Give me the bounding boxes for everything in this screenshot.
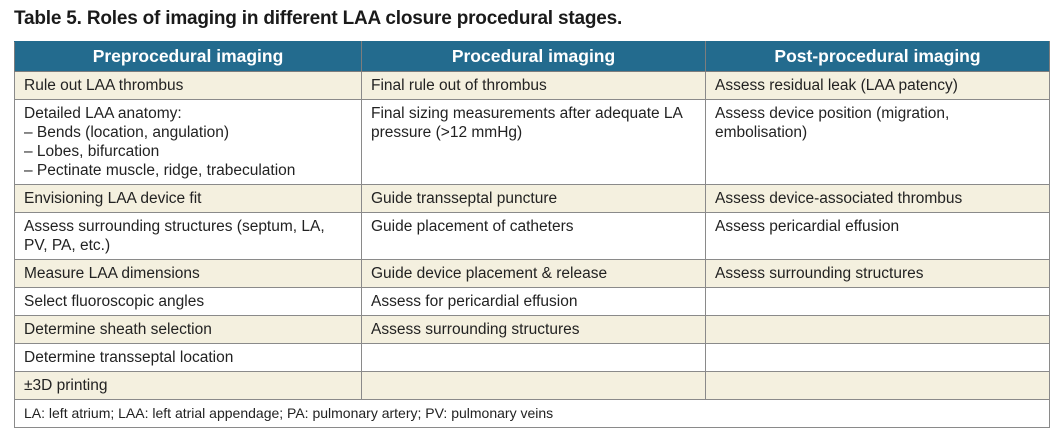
- header-preprocedural: Preprocedural imaging: [14, 41, 362, 72]
- cell-line: Detailed LAA anatomy:: [24, 105, 182, 122]
- cell-line: Assess device position (migration,: [715, 105, 950, 122]
- footnote-row: LA: left atrium; LAA: left atrial append…: [14, 399, 1050, 428]
- cell-preprocedural: ±3D printing: [14, 371, 362, 400]
- table-caption: Table 5. Roles of imaging in different L…: [14, 8, 623, 29]
- cell-line: embolisation): [715, 124, 808, 141]
- cell-line: Assess surrounding structures: [371, 321, 580, 338]
- cell-preprocedural: Detailed LAA anatomy: – Bends (location, …: [14, 99, 362, 185]
- cell-preprocedural: Envisioning LAA device fit: [14, 184, 362, 213]
- cell-preprocedural: Assess surrounding structures (septum, L…: [14, 212, 362, 260]
- table-footer: LA: left atrium; LAA: left atrial append…: [14, 399, 1050, 428]
- cell-procedural: Assess for pericardial effusion: [361, 287, 706, 316]
- cell-line: Guide transseptal puncture: [371, 190, 558, 207]
- cell-line: – Lobes, bifurcation: [24, 143, 160, 160]
- cell-post-procedural: [705, 315, 1050, 344]
- cell-preprocedural: Determine sheath selection: [14, 315, 362, 344]
- cell-line: PV, PA, etc.): [24, 237, 111, 254]
- cell-preprocedural: Determine transseptal location: [14, 343, 362, 372]
- cell-post-procedural: [705, 371, 1050, 400]
- cell-procedural: [361, 343, 706, 372]
- cell-post-procedural: [705, 287, 1050, 316]
- cell-procedural: Guide transseptal puncture: [361, 184, 706, 213]
- cell-procedural: Final rule out of thrombus: [361, 71, 706, 100]
- cell-line: Assess for pericardial effusion: [371, 293, 578, 310]
- cell-line: Final sizing measurements after adequate…: [371, 105, 683, 122]
- cell-procedural: Final sizing measurements after adequate…: [361, 99, 706, 185]
- footnote: LA: left atrium; LAA: left atrial append…: [14, 399, 1050, 428]
- header-procedural: Procedural imaging: [361, 41, 706, 72]
- table-row: Select fluoroscopic angles Assess for per…: [14, 287, 1050, 316]
- cell-preprocedural: Measure LAA dimensions: [14, 259, 362, 288]
- cell-line: – Bends (location, angulation): [24, 124, 230, 141]
- table-header: Preprocedural imaging Procedural imaging…: [14, 41, 1050, 72]
- cell-line: ±3D printing: [24, 377, 108, 394]
- cell-line: Assess pericardial effusion: [715, 218, 900, 235]
- cell-preprocedural: Select fluoroscopic angles: [14, 287, 362, 316]
- cell-preprocedural: Rule out LAA thrombus: [14, 71, 362, 100]
- cell-post-procedural: Assess residual leak (LAA patency): [705, 71, 1050, 100]
- table-body: Rule out LAA thrombus Final rule out of t…: [14, 71, 1050, 400]
- header-row: Preprocedural imaging Procedural imaging…: [14, 41, 1050, 72]
- cell-procedural: Assess surrounding structures: [361, 315, 706, 344]
- cell-line: Measure LAA dimensions: [24, 265, 200, 282]
- cell-line: pressure (>12 mmHg): [371, 124, 523, 141]
- cell-line: Final rule out of thrombus: [371, 77, 547, 94]
- cell-post-procedural: Assess device-associated thrombus: [705, 184, 1050, 213]
- cell-post-procedural: [705, 343, 1050, 372]
- table-row: Envisioning LAA device fit Guide transsep…: [14, 184, 1050, 213]
- table-row: Measure LAA dimensions Guide device place…: [14, 259, 1050, 288]
- cell-procedural: Guide placement of catheters: [361, 212, 706, 260]
- table-row: Rule out LAA thrombus Final rule out of t…: [14, 71, 1050, 100]
- cell-post-procedural: Assess pericardial effusion: [705, 212, 1050, 260]
- header-post-procedural: Post-procedural imaging: [705, 41, 1050, 72]
- table-row: ±3D printing: [14, 371, 1050, 400]
- cell-line: Determine transseptal location: [24, 349, 234, 366]
- table-row: Assess surrounding structures (septum, L…: [14, 212, 1050, 260]
- cell-line: – Pectinate muscle, ridge, trabeculation: [24, 162, 296, 179]
- cell-line: Guide placement of catheters: [371, 218, 574, 235]
- cell-line: Assess device-associated thrombus: [715, 190, 963, 207]
- cell-line: Envisioning LAA device fit: [24, 190, 202, 207]
- cell-post-procedural: Assess surrounding structures: [705, 259, 1050, 288]
- table-row: Determine sheath selection Assess surroun…: [14, 315, 1050, 344]
- cell-procedural: Guide device placement & release: [361, 259, 706, 288]
- cell-post-procedural: Assess device position (migration, emboli…: [705, 99, 1050, 185]
- cell-line: Assess surrounding structures: [715, 265, 924, 282]
- cell-procedural: [361, 371, 706, 400]
- cell-line: Rule out LAA thrombus: [24, 77, 184, 94]
- table-row: Detailed LAA anatomy: – Bends (location, …: [14, 99, 1050, 185]
- cell-line: Determine sheath selection: [24, 321, 212, 338]
- table-row: Determine transseptal location: [14, 343, 1050, 372]
- cell-line: Guide device placement & release: [371, 265, 608, 282]
- cell-line: Assess residual leak (LAA patency): [715, 77, 958, 94]
- cell-line: Assess surrounding structures (septum, L…: [24, 218, 325, 235]
- cell-line: Select fluoroscopic angles: [24, 293, 205, 310]
- imaging-roles-table: Preprocedural imaging Procedural imaging…: [14, 41, 1050, 428]
